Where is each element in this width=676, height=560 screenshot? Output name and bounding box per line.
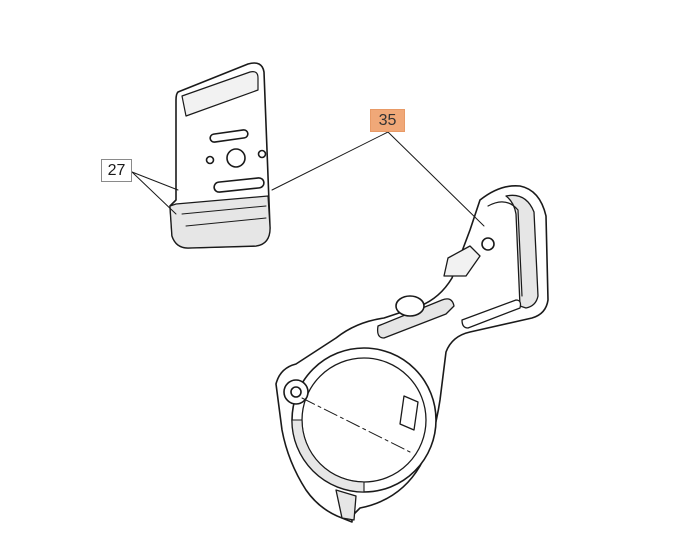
cover-fold-lines xyxy=(181,205,267,227)
housing-lever xyxy=(376,298,455,339)
housing-grip-face xyxy=(505,194,539,309)
housing-mount-boss-inner xyxy=(290,386,302,398)
leader-35-a xyxy=(271,131,389,191)
callout-35: 35 xyxy=(370,109,405,132)
housing-tab xyxy=(443,245,481,277)
housing-pivot xyxy=(395,295,425,317)
housing-spring-clip xyxy=(399,395,419,431)
housing-mount-boss-outer xyxy=(283,379,309,405)
cover-slot-bottom xyxy=(213,177,265,193)
cover-hole-right xyxy=(257,149,267,159)
leader-27-a xyxy=(131,171,179,191)
housing-grip-ridge xyxy=(487,201,523,297)
callout-27: 27 xyxy=(101,159,132,182)
cover-plate-top-ridge xyxy=(181,71,259,117)
leader-27-b xyxy=(131,171,177,215)
housing-centerline xyxy=(301,397,411,453)
cover-hole-center xyxy=(226,148,246,168)
housing-screw-boss xyxy=(481,237,495,251)
leader-35-b xyxy=(387,131,485,227)
housing-ring-shade xyxy=(291,419,365,493)
leader-lines xyxy=(131,131,485,227)
housing-part xyxy=(275,184,549,523)
cover-slot-top xyxy=(209,129,249,143)
housing-slot xyxy=(461,299,522,329)
cover-plate-part xyxy=(169,62,271,249)
cover-plate-bottom-fold xyxy=(169,195,271,249)
housing-bottom-foot xyxy=(335,489,357,521)
cover-hole-left xyxy=(205,155,215,165)
